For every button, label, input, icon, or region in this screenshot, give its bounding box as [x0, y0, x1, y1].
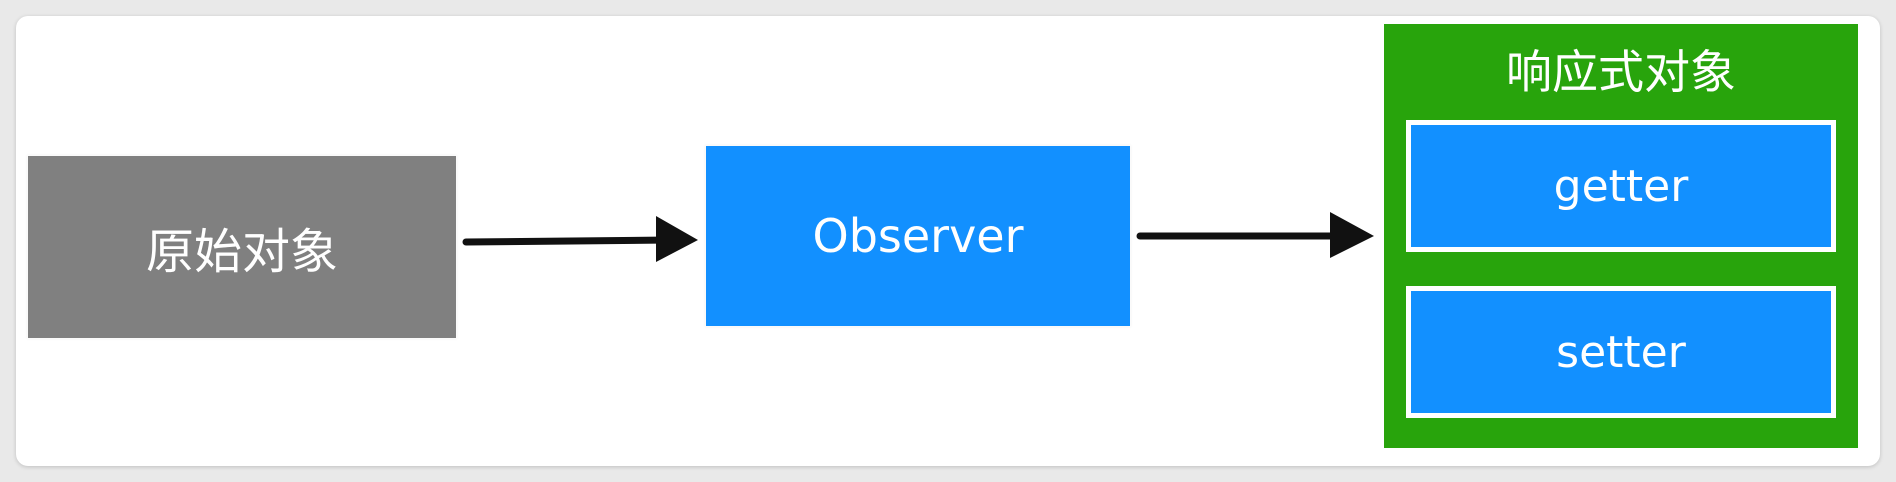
getter-node: getter [1406, 120, 1836, 252]
source-object-node: 原始对象 [28, 156, 456, 338]
getter-label: getter [1553, 160, 1689, 212]
arrow-source-to-observer [462, 216, 698, 262]
arrow-observer-to-reactive [1136, 212, 1374, 258]
setter-label: setter [1556, 326, 1686, 378]
observer-label: Observer [812, 209, 1024, 263]
reactive-object-group: 响应式对象 getter setter [1384, 24, 1858, 448]
observer-node: Observer [706, 146, 1130, 326]
setter-node: setter [1406, 286, 1836, 418]
reactive-object-title: 响应式对象 [1506, 45, 1736, 99]
source-object-label: 原始对象 [145, 224, 338, 280]
